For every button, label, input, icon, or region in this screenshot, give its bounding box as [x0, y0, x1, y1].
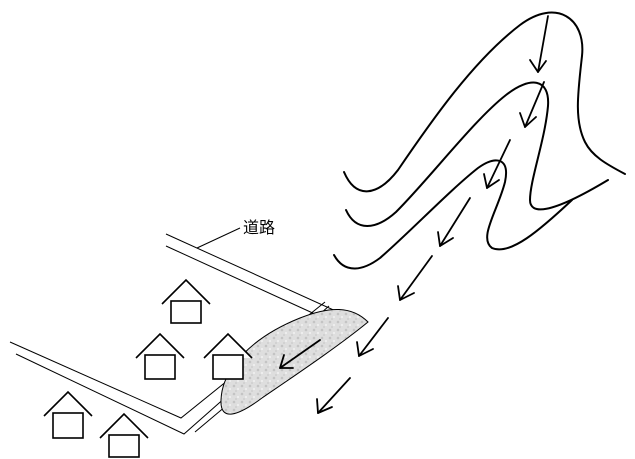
house-icon [203, 332, 253, 380]
flow-arrow-icon [279, 339, 321, 369]
contour-line-inner [333, 159, 573, 270]
road-label-leader [196, 227, 241, 249]
house-icon [135, 332, 185, 380]
road-label: 道路 [243, 218, 275, 237]
house-icon [43, 390, 93, 439]
flow-arrow-icon [316, 377, 351, 414]
flow-arrow-icon [397, 255, 433, 301]
debris-deposit-area [220, 308, 369, 415]
house-icon [99, 412, 149, 458]
valley-contours [333, 11, 626, 270]
contour-line-outer [343, 11, 626, 193]
house-icon [161, 278, 211, 324]
contour-line-middle [345, 81, 609, 227]
flow-arrow-icon [529, 15, 549, 73]
road-label-group: 道路 [196, 218, 275, 249]
flow-arrows [279, 15, 549, 414]
flow-arrow-icon [356, 317, 389, 357]
road-edge-upper-2 [165, 245, 329, 321]
houses [43, 278, 253, 458]
flow-arrow-icon [437, 197, 471, 247]
flow-arrow-icon [519, 81, 545, 128]
flow-arrow-icon [483, 139, 511, 189]
